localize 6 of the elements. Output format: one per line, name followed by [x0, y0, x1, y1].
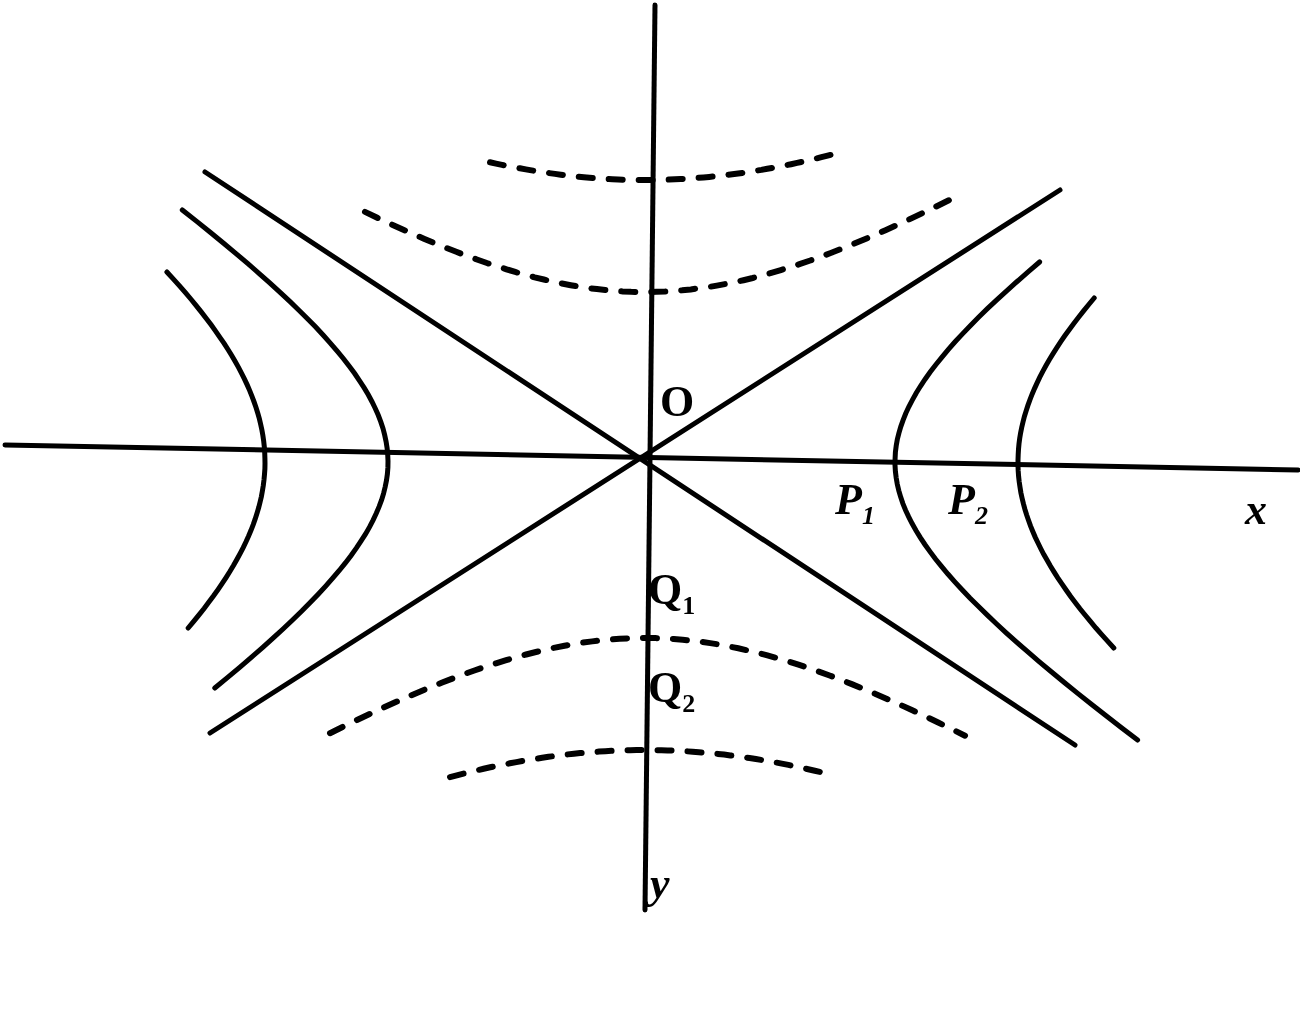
axis-label: x	[1245, 488, 1267, 532]
point-label: P$_{2}$	[948, 478, 988, 529]
point-label: P$_{1}$	[835, 478, 875, 529]
origin-label: O	[660, 380, 695, 424]
point-label: Q$_{2}$	[648, 666, 696, 717]
point-label: Q$_{1}$	[648, 568, 696, 619]
